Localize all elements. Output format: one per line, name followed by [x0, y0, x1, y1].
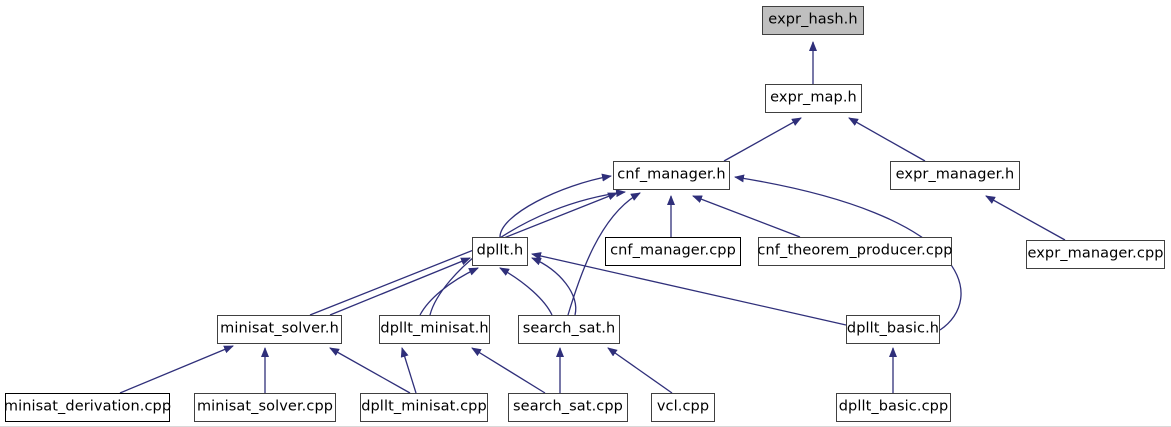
graph-node-vcl-cpp[interactable]: vcl.cpp [651, 393, 715, 422]
graph-edge [419, 267, 479, 316]
graph-node-expr-map-h[interactable]: expr_map.h [765, 84, 862, 113]
graph-edge [848, 117, 926, 162]
graph-node-expr-manager-h[interactable]: expr_manager.h [890, 161, 1020, 190]
graph-node-label: dpllt_minisat.cpp [361, 398, 487, 415]
graph-node-label: expr_map.h [770, 89, 857, 106]
graph-node-search-sat-h[interactable]: search_sat.h [518, 315, 620, 344]
graph-edge [985, 195, 1066, 241]
graph-node-label: expr_hash.h [768, 11, 858, 28]
graph-edge [329, 347, 411, 394]
graph-edge [531, 257, 577, 316]
graph-node-label: vcl.cpp [656, 398, 710, 415]
graph-node-dpllt-basic-cpp[interactable]: dpllt_basic.cpp [836, 393, 951, 422]
graph-edge [119, 345, 234, 394]
graph-edge [309, 192, 618, 316]
graph-node-label: dpllt.h [476, 242, 524, 259]
graph-edge [607, 347, 673, 394]
graph-node-label: dpllt_minisat.h [380, 320, 489, 337]
graph-edge [471, 347, 546, 394]
graph-edge [499, 173, 612, 238]
graph-edge [400, 347, 417, 394]
graph-edge [692, 195, 801, 238]
graph-edge [329, 257, 471, 316]
graph-node-label: cnf_manager.h [617, 166, 726, 183]
graph-node-expr-manager-cpp[interactable]: expr_manager.cpp [1026, 240, 1165, 269]
graph-node-cnf-theorem-producer-cpp[interactable]: cnf_theorem_producer.cpp [757, 237, 953, 266]
graph-node-cnf-manager-cpp[interactable]: cnf_manager.cpp [605, 237, 741, 266]
graph-node-dpllt-h[interactable]: dpllt.h [472, 237, 528, 266]
graph-node-label: expr_manager.h [895, 166, 1015, 183]
graph-node-label: minisat_solver.h [220, 320, 339, 337]
graph-node-label: expr_manager.cpp [1027, 245, 1164, 262]
graph-node-label: minisat_derivation.cpp [3, 398, 172, 415]
graph-node-expr-hash-h[interactable]: expr_hash.h [762, 6, 864, 35]
graph-node-label: cnf_theorem_producer.cpp [757, 242, 953, 259]
graph-node-dpllt-basic-h[interactable]: dpllt_basic.h [846, 315, 940, 344]
graph-edge [499, 267, 553, 316]
graph-node-label: dpllt_basic.h [846, 320, 940, 337]
graph-node-cnf-manager-h[interactable]: cnf_manager.h [613, 161, 730, 190]
graph-node-dpllt-minisat-h[interactable]: dpllt_minisat.h [379, 315, 490, 344]
graph-node-minisat-solver-h[interactable]: minisat_solver.h [217, 315, 342, 344]
graph-node-label: search_sat.h [522, 320, 616, 337]
graph-node-minisat-derivation-cpp[interactable]: minisat_derivation.cpp [3, 393, 172, 422]
graph-node-label: cnf_manager.cpp [610, 242, 736, 259]
graph-node-dpllt-minisat-cpp[interactable]: dpllt_minisat.cpp [360, 393, 488, 422]
graph-edge [723, 117, 802, 162]
graph-node-label: dpllt_basic.cpp [838, 398, 949, 415]
graph-node-label: minisat_solver.cpp [196, 398, 334, 415]
graph-node-label: search_sat.cpp [513, 398, 623, 415]
graph-node-minisat-solver-cpp[interactable]: minisat_solver.cpp [194, 393, 336, 422]
graph-node-search-sat-cpp[interactable]: search_sat.cpp [508, 393, 628, 422]
